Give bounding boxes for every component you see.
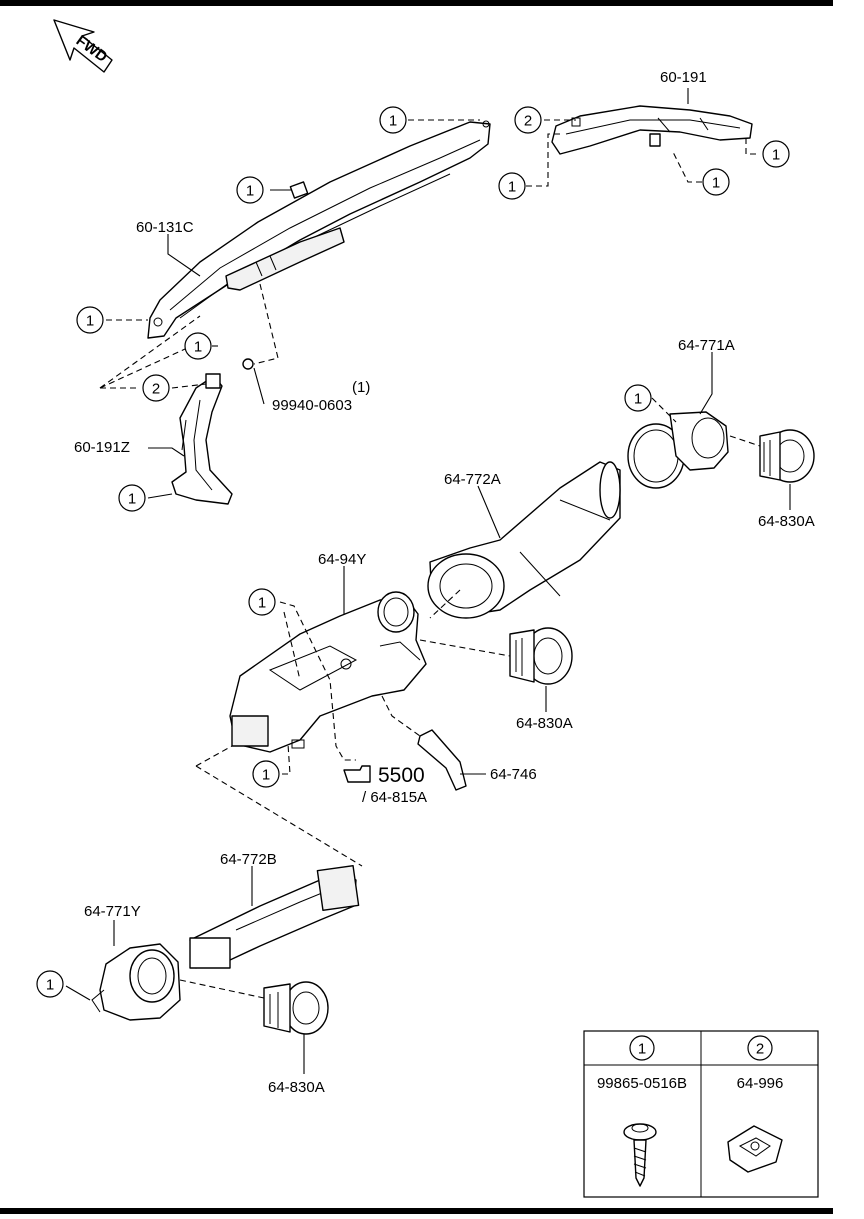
label-64-94Y: 64-94Y: [318, 551, 366, 568]
legend-header-2: 2: [747, 1035, 773, 1061]
duct-60-191: [551, 105, 753, 155]
label-64-830A-top: 64-830A: [758, 513, 815, 530]
housing-64-94Y: [229, 591, 427, 753]
hose-64-746: [417, 729, 467, 791]
callout-1: 1: [702, 168, 730, 196]
callout-1: 1: [762, 140, 790, 168]
callouts: 1 2 1 1 1 1 1 1 2 1 1 1 1 1: [36, 106, 790, 998]
callout-number: 2: [524, 113, 532, 130]
label-64-830A-mid: 64-830A: [516, 715, 573, 732]
callout-number: 1: [86, 313, 94, 330]
reference-5500[interactable]: 5500: [378, 764, 425, 787]
dashed-lines: [99, 119, 761, 999]
label-60-191: 60-191: [660, 69, 707, 86]
register-64-830A-top: [759, 429, 815, 483]
callout-number: 1: [46, 977, 54, 994]
duct-64-772A: [427, 461, 621, 619]
label-64-771A: 64-771A: [678, 337, 735, 354]
callout-1: 1: [36, 970, 64, 998]
duct-60-191Z: [171, 358, 254, 505]
label-99940-qty: (1): [352, 379, 370, 396]
label-60-131C: 60-131C: [136, 219, 194, 236]
callout-1: 1: [498, 172, 526, 200]
label-99940-0603: 99940-0603: [272, 397, 352, 414]
callout-number: 1: [262, 767, 270, 784]
callout-1: 1: [252, 760, 280, 788]
callout-1: 1: [236, 176, 264, 204]
label-64-772B: 64-772B: [220, 851, 277, 868]
duct-60-131C: [147, 120, 491, 339]
screw-icon: [623, 1123, 657, 1187]
joint-64-771A: [627, 411, 729, 489]
legend-header-number: 2: [756, 1041, 764, 1058]
label-64-772A: 64-772A: [444, 471, 501, 488]
callout-number: 1: [194, 339, 202, 356]
section-reference: 5500 / 64-815A: [343, 764, 427, 806]
callout-1: 1: [184, 332, 212, 360]
top-border: [0, 0, 833, 6]
register-64-830A-bot: [263, 981, 329, 1035]
duct-64-772B: [189, 864, 360, 969]
callout-number: 1: [634, 391, 642, 408]
callout-2: 2: [142, 374, 170, 402]
callout-1: 1: [624, 384, 652, 412]
leader-lines: [65, 88, 791, 1074]
nut-99940-0603: [242, 358, 254, 370]
callout-number: 1: [772, 147, 780, 164]
label-60-191Z: 60-191Z: [74, 439, 130, 456]
callout-number: 1: [712, 175, 720, 192]
reference-64-815A[interactable]: / 64-815A: [362, 789, 427, 806]
pointing-hand-icon: [343, 765, 371, 783]
register-64-830A-mid: [509, 627, 573, 685]
legend-part-64-996: 64-996: [737, 1075, 784, 1092]
label-64-746: 64-746: [490, 766, 537, 783]
fwd-direction-arrow: FWD: [53, 19, 113, 73]
legend-header-1: 1: [629, 1035, 655, 1061]
callout-number: 1: [246, 183, 254, 200]
legend-part-99865-0516B: 99865-0516B: [597, 1075, 687, 1092]
callout-number: 1: [128, 491, 136, 508]
clip-icon: [727, 1125, 783, 1173]
label-64-771Y: 64-771Y: [84, 903, 141, 920]
callout-1: 1: [379, 106, 407, 134]
fastener-legend-table: 1 2 99865-0516B 64-996: [583, 1030, 819, 1198]
label-64-830A-bot: 64-830A: [268, 1079, 325, 1096]
part-labels: 60-191 60-131C (1) 99940-0603 60-191Z 64…: [74, 69, 815, 1096]
callout-2: 2: [514, 106, 542, 134]
callout-number: 1: [508, 179, 516, 196]
callout-1: 1: [76, 306, 104, 334]
joint-64-771Y: [91, 943, 181, 1021]
callout-number: 1: [389, 113, 397, 130]
legend-header-number: 1: [638, 1041, 646, 1058]
callout-number: 1: [258, 595, 266, 612]
callout-number: 2: [152, 381, 160, 398]
bottom-border: [0, 1208, 833, 1214]
callout-1: 1: [118, 484, 146, 512]
callout-1: 1: [248, 588, 276, 616]
